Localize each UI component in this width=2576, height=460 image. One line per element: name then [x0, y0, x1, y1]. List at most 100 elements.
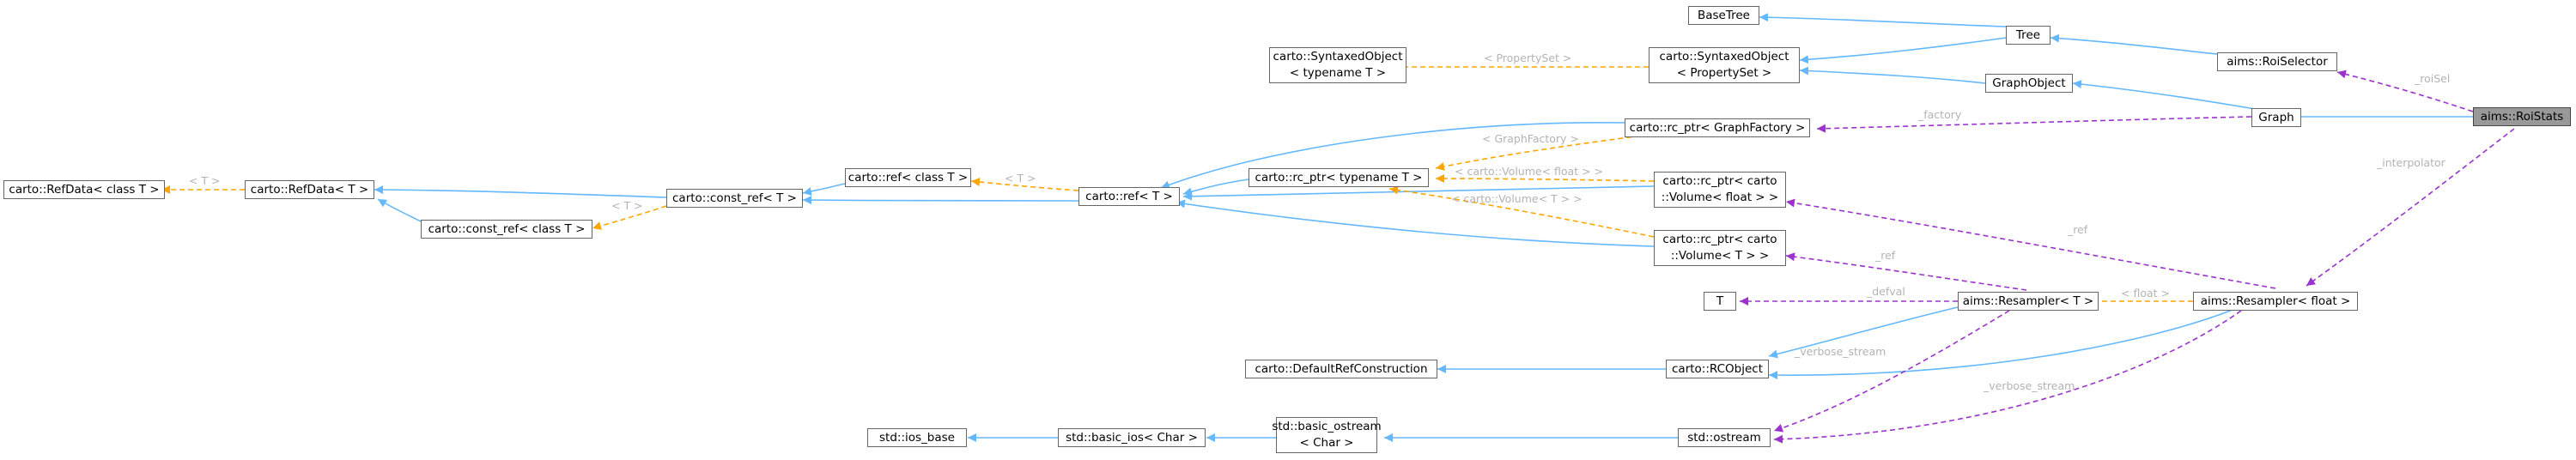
node-aims-roistats[interactable]: aims::RoiStats [2473, 107, 2571, 126]
node-label: GraphObject [1992, 76, 2066, 90]
node-label: T [1716, 294, 1724, 308]
edge-use-verbose-T [1773, 310, 2010, 433]
edge-label-roisel: _roiSel [2414, 72, 2450, 85]
node-std-ios-base[interactable]: std::ios_base [867, 428, 967, 447]
node-carto-const-ref-class-T[interactable]: carto::const_ref< class T > [421, 220, 592, 239]
node-std-basic-ios[interactable]: std::basic_ios< Char > [1058, 428, 1206, 447]
node-label: std::ios_base [879, 430, 955, 445]
edge-label-graphfactory: < GraphFactory > [1482, 132, 1579, 145]
edge-use-ref-T [1785, 252, 2027, 291]
node-label-line2: < typename T > [1289, 66, 1387, 80]
node-label: std::basic_ios< Char > [1066, 430, 1198, 445]
edge-use-roisel [2336, 70, 2474, 112]
edge-use-factory [1816, 116, 2252, 133]
edge-use-interpolator [2306, 128, 2515, 287]
node-carto-ref-T[interactable]: carto::ref< T > [1078, 187, 1180, 206]
node-T[interactable]: T [1704, 292, 1736, 311]
node-label-line2: < Char > [1299, 436, 1354, 450]
node-label: aims::Resampler< T > [1962, 294, 2094, 308]
node-label: carto::rc_ptr< GraphFactory > [1629, 120, 1806, 135]
edge-label-volume-T: < carto::Volume< T > > [1451, 192, 1583, 205]
node-aims-resampler-float[interactable]: aims::Resampler< float > [2193, 292, 2358, 311]
edge-label-volume-float: < carto::Volume< float > > [1455, 165, 1603, 178]
edge-ref-rcptr-volume-float [1182, 185, 1655, 201]
node-carto-defaultrefconstruction[interactable]: carto::DefaultRefConstruction [1245, 360, 1437, 378]
edge-label-factory: _factory [1917, 108, 1962, 121]
edge-refdata-constref [374, 185, 667, 198]
node-label: carto::ref< class T > [848, 170, 969, 185]
edge-tpl-ref-class [970, 178, 1079, 191]
node-basetree[interactable]: BaseTree [1688, 6, 1759, 25]
node-label-line2: ::Volume< float > > [1661, 191, 1779, 204]
edge-label-tpl3: < T > [189, 174, 221, 187]
node-label: aims::Resampler< float > [2200, 294, 2351, 308]
node-label: carto::DefaultRefConstruction [1255, 361, 1428, 376]
edge-refdata-constrefclass [377, 198, 422, 222]
node-carto-refdata-class-T[interactable]: carto::RefData< class T > [3, 180, 165, 199]
node-label: carto::rc_ptr< typename T > [1255, 170, 1423, 185]
edge-constref-refclass [802, 183, 846, 196]
node-label: carto::const_ref< class T > [428, 221, 586, 236]
node-label: aims::RoiStats [2480, 109, 2564, 124]
edge-label-verbose1: _verbose_stream [1794, 345, 1886, 358]
node-label: aims::RoiSelector [2227, 54, 2328, 69]
edge-use-ref-float [1785, 198, 2276, 289]
node-carto-rcobject[interactable]: carto::RCObject [1666, 360, 1769, 378]
edge-rcobject-resampler-T [1768, 306, 1959, 359]
node-label: carto::const_ref< T > [672, 191, 797, 205]
node-label-line1: std::basic_ostream [1272, 420, 1382, 433]
edge-tpl-volume-float [1435, 174, 1655, 184]
node-label-line1: carto::rc_ptr< carto [1662, 174, 1777, 188]
node-carto-const-ref-T[interactable]: carto::const_ref< T > [666, 189, 803, 208]
node-carto-refdata-T[interactable]: carto::RefData< T > [245, 180, 374, 199]
node-label-line2: < PropertySet > [1676, 66, 1772, 80]
node-graphobject[interactable]: GraphObject [1985, 74, 2073, 93]
edge-label-tpl1: < T > [1005, 172, 1036, 185]
edge-label-tpl2: < T > [611, 199, 643, 212]
node-label-line2: ::Volume< T > > [1670, 249, 1770, 263]
node-aims-resampler-T[interactable]: aims::Resampler< T > [1958, 292, 2099, 311]
node-carto-ref-class-T[interactable]: carto::ref< class T > [845, 168, 971, 187]
edge-tpl-graphfactory [1435, 134, 1649, 171]
edge-syntaxed-tree [1799, 37, 2007, 64]
node-label-line1: carto::SyntaxedObject [1273, 50, 1403, 64]
node-aims-roiselector[interactable]: aims::RoiSelector [2217, 52, 2337, 71]
node-label: carto::ref< T > [1085, 189, 1173, 203]
node-rcptr-graphfactory[interactable]: carto::rc_ptr< GraphFactory > [1625, 118, 1810, 137]
node-tree[interactable]: Tree [2006, 26, 2050, 45]
edge-label-defval: _defval [1866, 285, 1905, 298]
edge-label-propertyset: < PropertySet > [1484, 51, 1571, 64]
node-label: std::ostream [1687, 430, 1761, 445]
edge-tree-roiselector [2050, 33, 2218, 55]
edge-label-verbose2: _verbose_stream [1983, 379, 2075, 392]
edge-ref-rcptr-graphfactory [1160, 121, 1625, 190]
node-rcptr-volume-float[interactable]: carto::rc_ptr< carto::Volume< float > > [1654, 172, 1786, 208]
node-rcptr-typename[interactable]: carto::rc_ptr< typename T > [1249, 168, 1429, 187]
node-label: BaseTree [1697, 8, 1750, 22]
edge-tpl-volume-T [1388, 185, 1655, 238]
edge-graphobject-graph [2072, 80, 2256, 110]
edge-tpl-constref-class [592, 205, 667, 230]
edge-ref-rcptr-volume-T [1176, 199, 1655, 247]
node-label: carto::RefData< T > [250, 182, 369, 197]
node-label: carto::RCObject [1672, 361, 1763, 376]
node-label-line1: carto::rc_ptr< carto [1662, 233, 1777, 246]
node-syntaxedobject-typename[interactable]: carto::SyntaxedObject< typename T > [1269, 47, 1406, 83]
edge-rcobject-resampler-float [1768, 309, 2233, 380]
edge-label-ref2: _ref [1874, 249, 1896, 262]
node-label-line1: carto::SyntaxedObject [1659, 50, 1789, 64]
node-std-basic-ostream[interactable]: std::basic_ostream< Char > [1272, 417, 1382, 453]
edge-use-verbose-float [1773, 310, 2242, 444]
edge-syntaxed-graphobject [1799, 66, 1986, 84]
edge-constref-ref [802, 196, 1079, 205]
node-syntaxedobject-propertyset[interactable]: carto::SyntaxedObject< PropertySet > [1649, 47, 1800, 83]
edge-ref-rcptr-typename [1182, 179, 1249, 197]
node-label: Tree [2015, 27, 2041, 42]
node-label: Graph [2258, 110, 2294, 124]
edge-label-float: < float > [2121, 287, 2170, 300]
node-graph[interactable]: Graph [2251, 108, 2301, 127]
node-rcptr-volume-T[interactable]: carto::rc_ptr< carto::Volume< T > > [1654, 230, 1786, 266]
edge-label-interpolator: _interpolator [2376, 156, 2446, 169]
node-std-ostream[interactable]: std::ostream [1678, 428, 1771, 447]
